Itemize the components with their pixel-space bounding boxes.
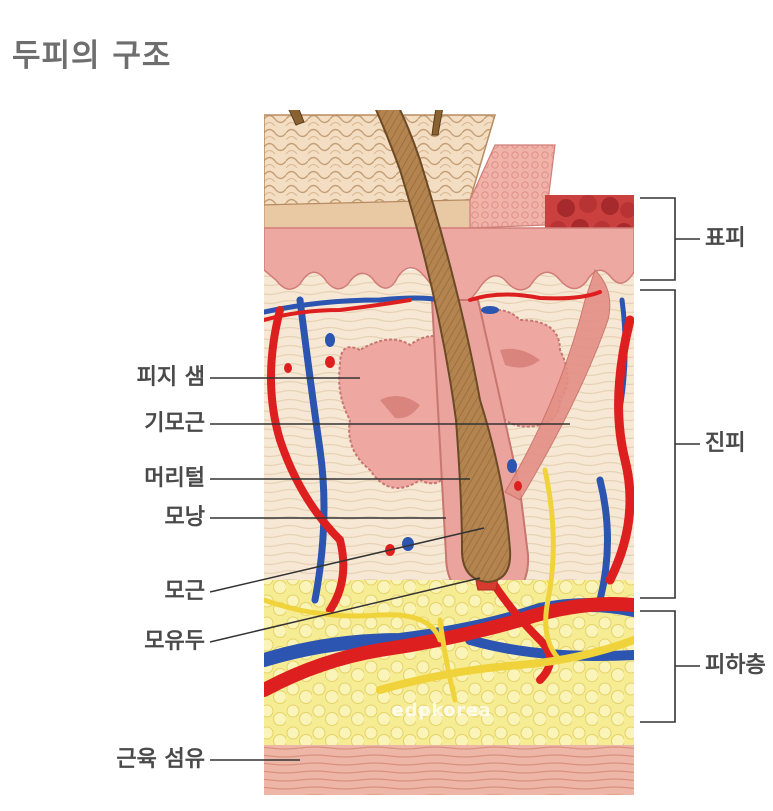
label-hair-root: 모근	[164, 579, 205, 604]
muscle-layer	[264, 745, 634, 795]
epidermis-surface	[264, 114, 497, 206]
hair-shaft	[375, 110, 512, 584]
epidermis-cube	[469, 144, 556, 229]
label-muscle-fiber: 근육 섬유	[116, 747, 205, 772]
skin-cross-section	[264, 110, 634, 795]
layer-brackets	[640, 197, 700, 723]
label-hair-shaft: 머리털	[144, 466, 205, 491]
label-dermis: 진피	[705, 431, 746, 456]
vessel-cross-sections	[284, 306, 522, 556]
arrector-pili-muscle	[504, 269, 611, 501]
label-hair-papilla: 모유두	[144, 629, 205, 654]
page-title: 두피의 구조	[12, 38, 172, 74]
subcutaneous-bracket	[640, 610, 700, 723]
label-sebaceous-gland: 피지 샘	[136, 365, 205, 390]
watermark: edpkorea	[392, 700, 492, 721]
nerves	[264, 467, 634, 703]
label-epidermis: 표피	[705, 226, 746, 251]
label-subcutaneous: 피하층	[705, 653, 766, 678]
label-follicle: 모낭	[164, 505, 205, 530]
leader-lines	[209, 377, 570, 761]
dermis-bracket	[640, 289, 700, 599]
epidermis-bracket	[640, 197, 700, 281]
label-arrector-pili: 기모근	[144, 411, 205, 436]
